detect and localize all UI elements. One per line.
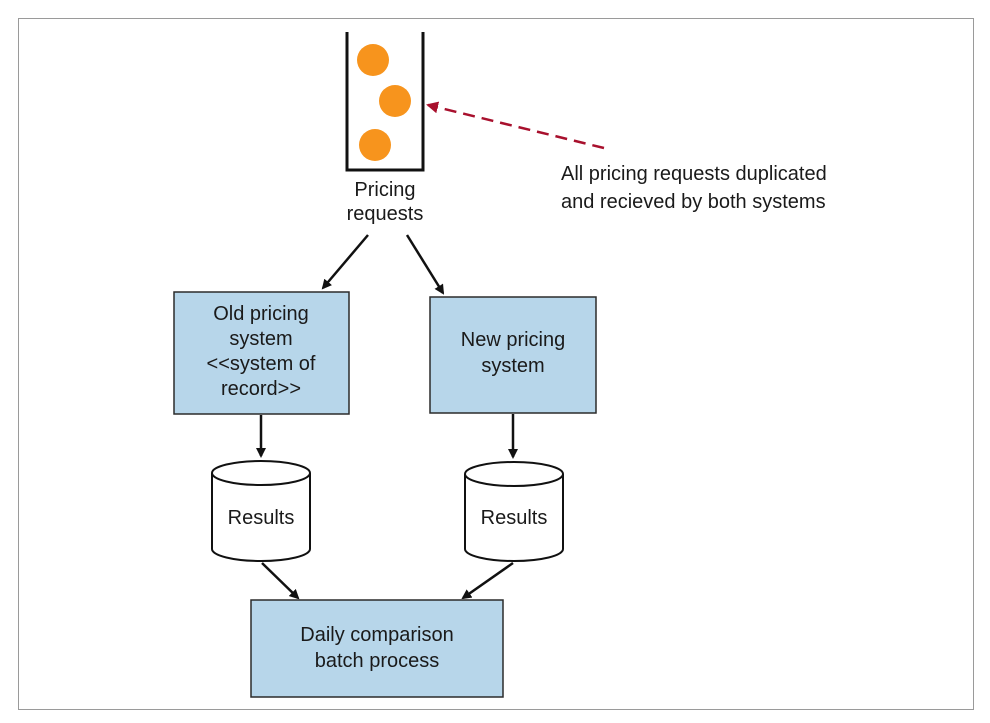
queue-label-line1: Pricing [354, 179, 415, 201]
request-token-icon [359, 129, 391, 161]
arrow-right-results-to-batch [461, 561, 514, 600]
queue-label-line2: requests [347, 203, 424, 225]
results-right-label: Results [481, 507, 548, 529]
new-system-line1: New pricing [461, 329, 565, 351]
batch-line1: Daily comparison [300, 624, 453, 646]
old-pricing-system-box [173, 291, 350, 415]
new-system-line2: system [481, 355, 544, 377]
old-system-line1: Old pricing [213, 303, 309, 325]
annotation-arrow [426, 101, 605, 150]
arrow-to-old-system [321, 234, 369, 290]
diagram-frame [18, 18, 974, 710]
arrow-left-results-to-batch [261, 562, 300, 600]
batch-line2: batch process [315, 650, 440, 672]
request-token-icon [357, 44, 389, 76]
request-token-icon [379, 85, 411, 117]
queue-container [345, 32, 425, 172]
pricing-requests-queue [345, 32, 425, 172]
arrow-to-new-system [405, 234, 445, 295]
daily-comparison-batch-box [250, 599, 504, 698]
new-pricing-system-box [429, 296, 597, 414]
old-system-line4: record>> [221, 378, 301, 400]
results-left-datastore-icon [211, 460, 311, 562]
annotation-line2: and recieved by both systems [561, 191, 826, 213]
results-right-datastore-icon [464, 461, 564, 562]
results-left-label: Results [228, 507, 295, 529]
old-system-line3: <<system of [207, 353, 316, 375]
old-system-line2: system [229, 328, 292, 350]
annotation-line1: All pricing requests duplicated [561, 163, 827, 185]
